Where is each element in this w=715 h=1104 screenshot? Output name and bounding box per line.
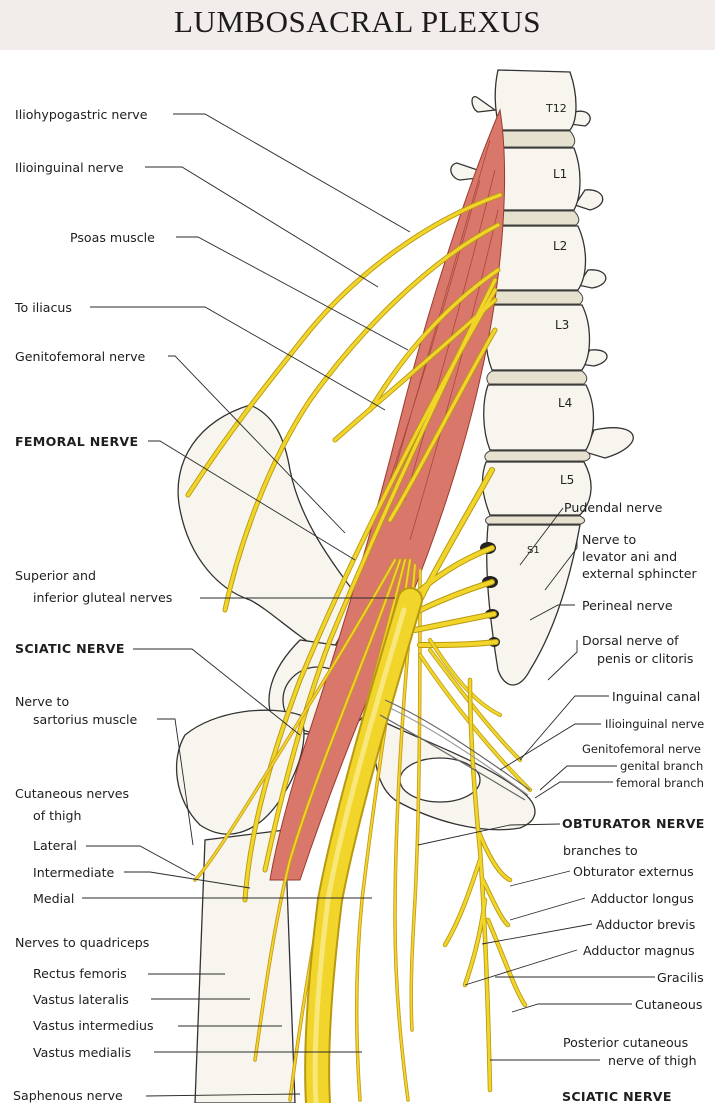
label-levator-line2: levator ani and <box>582 549 678 564</box>
label-saphenous-nerve: Saphenous nerve <box>13 1088 123 1103</box>
label-rectus-femoris: Rectus femoris <box>33 966 127 981</box>
label-vastus-intermedius: Vastus intermedius <box>33 1018 154 1033</box>
vertebra-label-l5: L5 <box>560 473 575 487</box>
label-adductor-brevis: Adductor brevis <box>596 917 696 932</box>
label-levator-line3: external sphincter <box>582 566 697 581</box>
label-posterior-cutaneous-line1: Posterior cutaneous <box>563 1035 689 1050</box>
vertebra-label-l3: L3 <box>555 318 570 332</box>
label-lateral: Lateral <box>33 838 77 853</box>
label-levator-line1: Nerve to <box>582 532 637 547</box>
label-medial: Medial <box>33 891 75 906</box>
label-obturator-externus: Obturator externus <box>573 864 694 879</box>
leader-lines <box>82 113 655 1097</box>
vertebra-label-l1: L1 <box>553 167 568 181</box>
title-band <box>0 0 715 50</box>
label-sciatic-nerve: SCIATIC NERVE <box>15 641 125 656</box>
label-intermediate: Intermediate <box>33 865 115 880</box>
label-cutaneous-nerves-line2: of thigh <box>33 808 82 823</box>
vertebral-column <box>450 69 634 686</box>
vertebra-label-t12: T12 <box>546 102 567 115</box>
label-psoas-muscle: Psoas muscle <box>70 230 155 245</box>
anatomy-illustration <box>82 69 655 1103</box>
label-genital-branch: genital branch <box>620 759 704 773</box>
label-gluteal-nerves-line1: Superior and <box>15 568 96 583</box>
label-femoral-nerve: FEMORAL NERVE <box>15 434 139 449</box>
label-cutaneous-nerves-line1: Cutaneous nerves <box>15 786 130 801</box>
label-perineal-nerve: Perineal nerve <box>582 598 673 613</box>
label-dorsal-nerve-line1: Dorsal nerve of <box>582 633 679 648</box>
label-pudendal-nerve: Pudendal nerve <box>564 500 663 515</box>
page-title: LUMBOSACRAL PLEXUS <box>174 4 541 39</box>
label-femoral-branch: femoral branch <box>616 776 704 790</box>
label-obturator-nerve: OBTURATOR NERVE <box>562 816 705 831</box>
label-ilioinguinal-nerve-right: Ilioinguinal nerve <box>605 717 705 731</box>
label-sartorius-line1: Nerve to <box>15 694 70 709</box>
vertebra-label-l2: L2 <box>553 239 568 253</box>
label-to-iliacus: To iliacus <box>15 300 72 315</box>
label-dorsal-nerve-line2: penis or clitoris <box>597 651 694 666</box>
label-gluteal-nerves-line2: inferior gluteal nerves <box>33 590 173 605</box>
vertebra-label-s1: S1 <box>527 545 540 556</box>
vertebra-label-l4: L4 <box>558 396 573 410</box>
label-ilioinguinal-nerve: Ilioinguinal nerve <box>15 160 124 175</box>
label-adductor-magnus: Adductor magnus <box>583 943 695 958</box>
label-iliohypogastric-nerve: Iliohypogastric nerve <box>15 107 148 122</box>
intervertebral-discs <box>484 130 591 525</box>
label-genitofemoral-nerve-right: Genitofemoral nerve <box>582 742 701 756</box>
label-sciatic-nerve-bottom: SCIATIC NERVE <box>562 1089 672 1104</box>
label-posterior-cutaneous-line2: nerve of thigh <box>608 1053 697 1068</box>
label-vastus-medialis: Vastus medialis <box>33 1045 132 1060</box>
label-genitofemoral-nerve: Genitofemoral nerve <box>15 349 146 364</box>
label-branches-to: branches to <box>563 843 638 858</box>
label-adductor-longus: Adductor longus <box>591 891 694 906</box>
label-sartorius-line2: sartorius muscle <box>33 712 138 727</box>
label-nerves-to-quadriceps: Nerves to quadriceps <box>15 935 150 950</box>
label-inguinal-canal: Inguinal canal <box>612 689 701 704</box>
label-gracilis: Gracilis <box>657 970 704 985</box>
label-cutaneous: Cutaneous <box>635 997 703 1012</box>
label-vastus-lateralis: Vastus lateralis <box>33 992 129 1007</box>
inguinal-canal <box>379 699 531 801</box>
nerves <box>185 192 532 1103</box>
